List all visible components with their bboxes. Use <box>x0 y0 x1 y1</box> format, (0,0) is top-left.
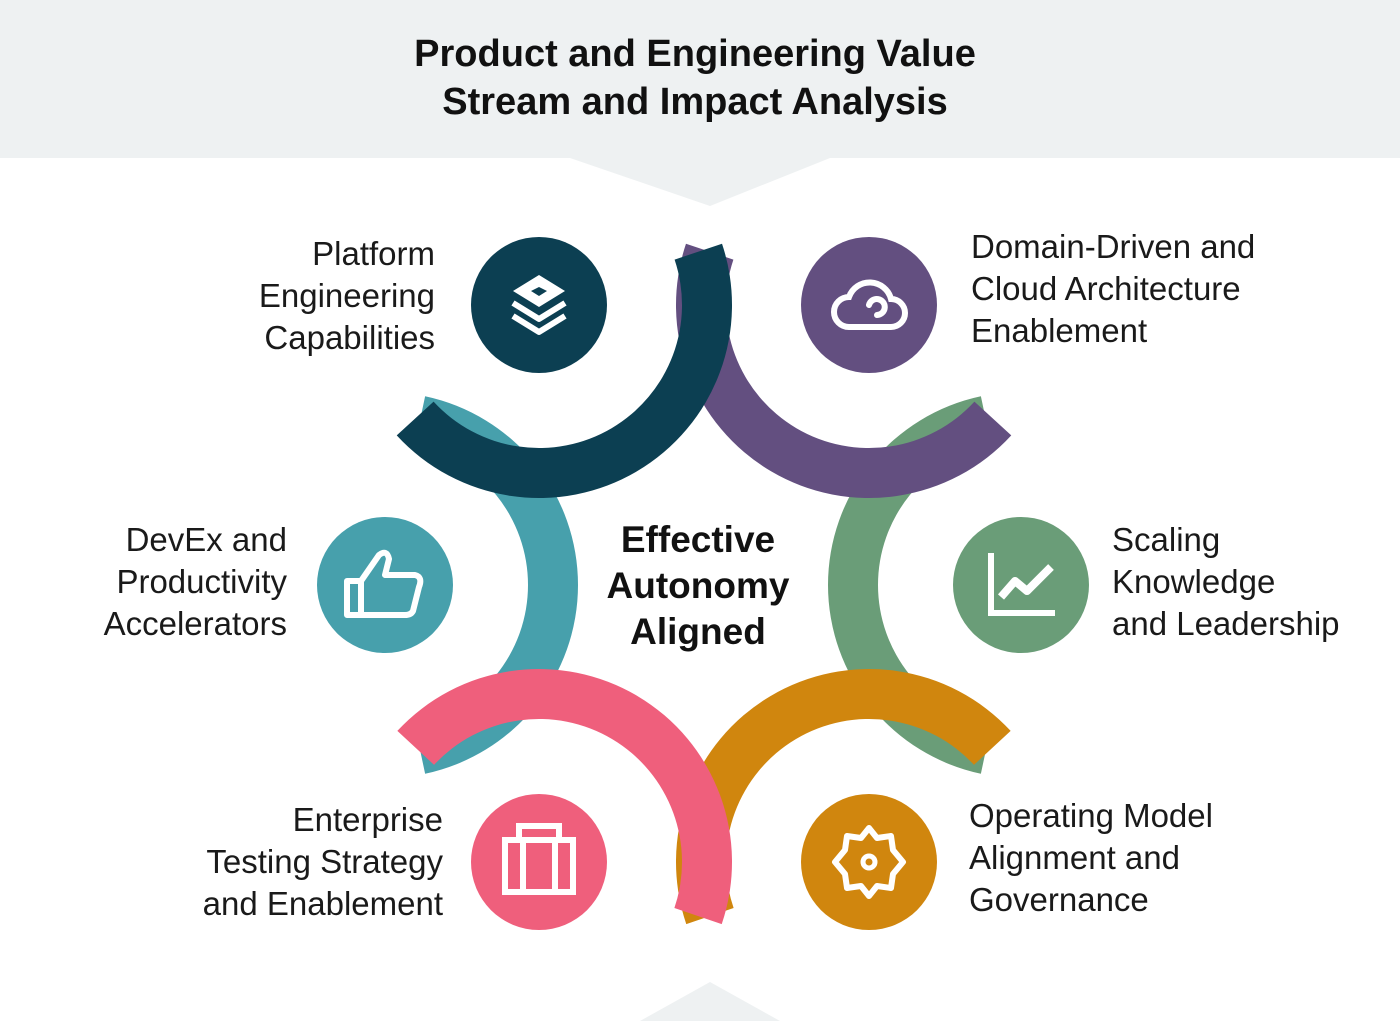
arc-segment <box>397 668 732 925</box>
label-line: Accelerators <box>103 605 287 642</box>
thumbs-up-icon <box>344 549 424 618</box>
label-line: Enterprise <box>292 801 443 838</box>
thumbs-up-badge <box>317 517 453 653</box>
label-enterprise-testing: Enterprise Testing Strategy and Enableme… <box>203 799 443 925</box>
label-line: Productivity <box>116 563 287 600</box>
icon-circle <box>317 517 453 653</box>
center-label: Effective Autonomy Aligned <box>560 517 836 655</box>
label-line: Platform <box>312 235 435 272</box>
chart-line-icon <box>988 553 1055 616</box>
cloud-icon <box>831 279 908 330</box>
label-line: and Enablement <box>202 885 443 922</box>
label-line: Operating Model <box>969 797 1213 834</box>
icon-circle <box>471 794 607 930</box>
label-platform-engineering: Platform Engineering Capabilities <box>259 233 435 359</box>
icon-circle <box>801 794 937 930</box>
header-band <box>0 0 1400 158</box>
briefcase-badge <box>471 794 607 930</box>
label-line: Scaling <box>1112 521 1221 558</box>
center-line: Effective <box>620 519 776 560</box>
layers-icon <box>511 275 567 335</box>
label-line: DevEx and <box>125 521 287 558</box>
page-title: Product and Engineering Value Stream and… <box>0 30 1390 126</box>
label-line: Knowledge <box>1112 563 1276 600</box>
gear-badge <box>801 794 937 930</box>
briefcase-icon <box>502 823 576 895</box>
label-line: Engineering <box>258 277 435 314</box>
layers-badge <box>471 237 607 373</box>
arc-segment <box>676 243 1012 498</box>
label-line: and Leadership <box>1112 605 1340 642</box>
bottom-chevron <box>640 982 780 1021</box>
label-line: Governance <box>969 881 1149 918</box>
gear-icon <box>832 825 906 899</box>
label-operating-model: Operating Model Alignment and Governance <box>969 795 1213 921</box>
label-line: Enablement <box>971 312 1148 349</box>
label-line: Capabilities <box>264 319 435 356</box>
chart-line-badge <box>953 517 1089 653</box>
cloud-badge <box>801 237 937 373</box>
label-line: Cloud Architecture <box>971 270 1241 307</box>
label-devex: DevEx and Productivity Accelerators <box>104 519 287 645</box>
title-line: Product and Engineering Value <box>414 33 976 75</box>
label-scaling-knowledge: Scaling Knowledge and Leadership <box>1112 519 1340 645</box>
label-line: Testing Strategy <box>206 843 443 880</box>
title-line: Stream and Impact Analysis <box>442 81 948 123</box>
arc-segment <box>396 243 732 498</box>
label-domain-driven: Domain-Driven and Cloud Architecture Ena… <box>971 226 1255 352</box>
label-line: Alignment and <box>969 839 1180 876</box>
top-chevron <box>570 158 830 206</box>
label-line: Domain-Driven and <box>971 228 1256 265</box>
arc-segment <box>676 668 1011 925</box>
center-line: Autonomy <box>606 565 790 606</box>
center-line: Aligned <box>630 611 766 652</box>
